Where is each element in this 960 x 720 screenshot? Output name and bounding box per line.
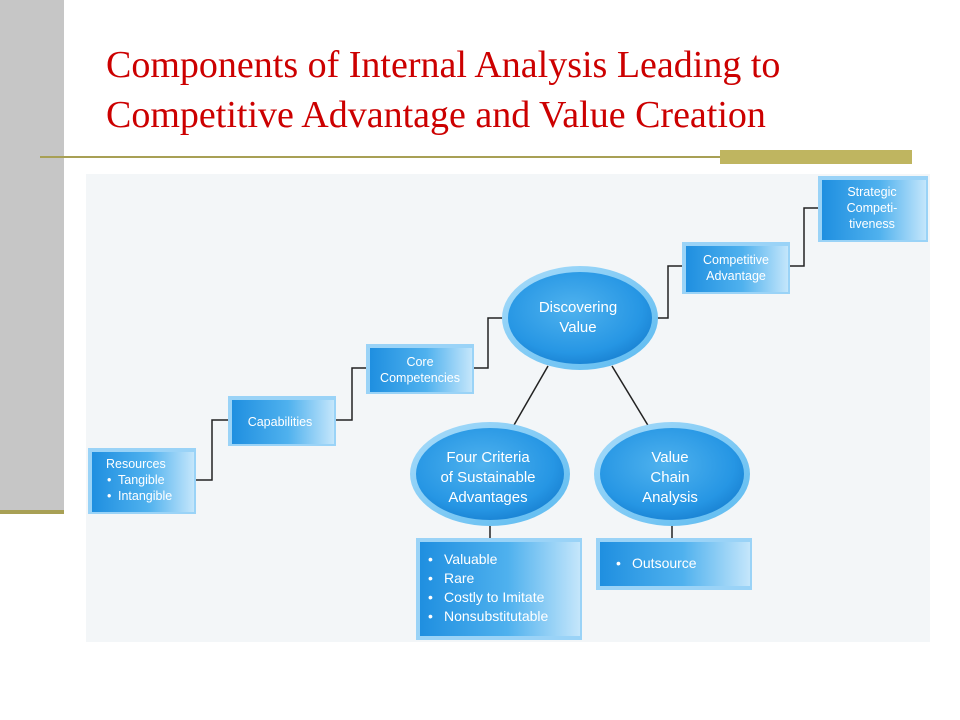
connector-discovering-criteria	[509, 365, 549, 433]
criteria-bullet-1-mark: •	[428, 551, 433, 567]
connector-advantage-strategic	[788, 207, 820, 267]
connector-discovering-advantage	[656, 265, 684, 319]
criteria-item-4: Nonsubstitutable	[444, 608, 549, 624]
step-connectors	[196, 207, 820, 540]
connector-core-discovering	[474, 317, 504, 369]
criteria-bullet-2-mark: •	[428, 570, 433, 586]
competitive-advantage-box: Competitive Advantage	[682, 242, 790, 294]
connector-capabilities-core	[336, 367, 368, 421]
connector-discovering-valuechain	[611, 365, 653, 433]
four-criteria-line-3: Advantages	[448, 489, 527, 506]
strategic-competitiveness-line-3: tiveness	[849, 217, 895, 231]
discovering-value-oval: Discovering Value	[502, 266, 658, 370]
resources-bullet-1: Tangible	[118, 473, 165, 487]
resources-bullet-1-mark: •	[107, 473, 111, 487]
side-accent-rule	[0, 510, 64, 514]
slide-title: Components of Internal Analysis Leading …	[106, 40, 906, 140]
resources-box: Resources • Tangible • Intangible	[88, 448, 196, 514]
criteria-item-2: Rare	[444, 570, 475, 586]
value-chain-bullet-1-mark: •	[616, 555, 621, 571]
resources-bullet-2-mark: •	[107, 489, 111, 503]
diagram-panel: Resources • Tangible • Intangible Capabi…	[86, 174, 930, 642]
value-chain-line-1: Value	[651, 449, 688, 466]
criteria-item-3: Costly to Imitate	[444, 589, 545, 605]
competitive-advantage-line-2: Advantage	[706, 269, 766, 283]
resources-label: Resources	[106, 457, 166, 471]
criteria-item-1: Valuable	[444, 551, 498, 567]
value-chain-line-3: Analysis	[642, 489, 698, 506]
criteria-bullet-3-mark: •	[428, 589, 433, 605]
resources-bullet-2: Intangible	[118, 489, 172, 503]
criteria-list-box: • Valuable • Rare • Costly to Imitate • …	[416, 538, 582, 640]
discovering-value-line-1: Discovering	[539, 299, 617, 316]
value-chain-line-2: Chain	[650, 469, 689, 486]
four-criteria-line-1: Four Criteria	[446, 449, 530, 466]
value-chain-oval: Value Chain Analysis	[594, 422, 750, 526]
competitive-advantage-line-1: Competitive	[703, 253, 769, 267]
capabilities-box: Capabilities	[228, 396, 336, 446]
discovering-value-line-2: Value	[559, 319, 596, 336]
criteria-bullet-4-mark: •	[428, 608, 433, 624]
title-underline	[40, 156, 912, 158]
four-criteria-line-2: of Sustainable	[440, 469, 535, 486]
four-criteria-oval: Four Criteria of Sustainable Advantages	[410, 422, 570, 526]
side-bar	[0, 0, 64, 512]
title-line-1: Components of Internal Analysis Leading …	[106, 44, 781, 86]
title-underline-accent	[720, 150, 912, 164]
core-competencies-line-1: Core	[406, 355, 433, 369]
title-line-2: Competitive Advantage and Value Creation	[106, 94, 766, 136]
capabilities-label: Capabilities	[248, 415, 313, 429]
strategic-competitiveness-line-1: Strategic	[847, 185, 896, 199]
value-chain-list-box: • Outsource	[596, 538, 752, 590]
core-competencies-line-2: Competencies	[380, 371, 460, 385]
strategic-competitiveness-box: Strategic Competi- tiveness	[818, 176, 928, 242]
connector-resources-capabilities	[196, 419, 230, 481]
core-competencies-box: Core Competencies	[366, 344, 474, 394]
value-chain-item-1: Outsource	[632, 555, 697, 571]
strategic-competitiveness-line-2: Competi-	[847, 201, 898, 215]
diagram-svg: Resources • Tangible • Intangible Capabi…	[88, 176, 928, 640]
